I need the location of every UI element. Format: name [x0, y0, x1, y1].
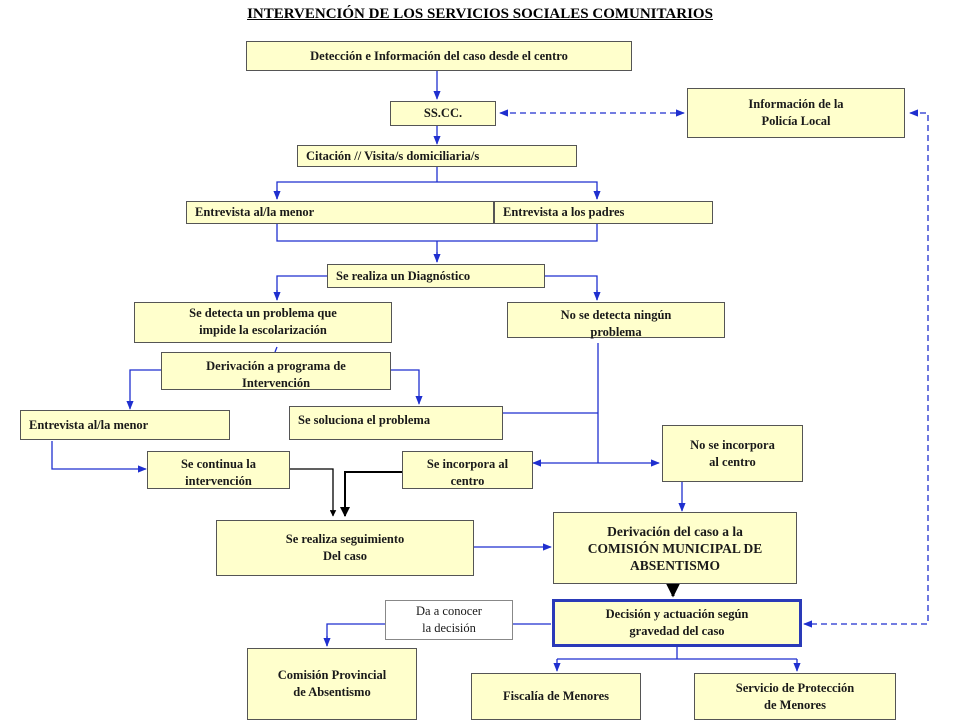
diagnostico-box: Se realiza un Diagnóstico [327, 264, 545, 288]
comision-provincial-box: Comisión Provincial de Absentismo [247, 648, 417, 720]
da-conocer-box: Da a conocer la decisión [385, 600, 513, 640]
no-incorpora-box: No se incorpora al centro [662, 425, 803, 482]
entrevista-padres-box: Entrevista a los padres [494, 201, 713, 224]
diagram-title: INTERVENCIÓN DE LOS SERVICIOS SOCIALES C… [247, 6, 713, 22]
incorpora-box: Se incorpora al centro [402, 451, 533, 489]
arrow-problema-derivacion [274, 346, 278, 353]
ssc-box: SS.CC. [390, 101, 496, 126]
arrow-entrevista-continua [51, 441, 147, 473]
soluciona-box: Se soluciona el problema [289, 406, 503, 440]
deteccion-box: Detección e Información del caso desde e… [246, 41, 632, 71]
no-problema-box: No se detecta ningún problema [507, 302, 725, 339]
citacion-box: Citación // Visita/s domiciliaria/s [297, 145, 577, 167]
arrow-incorpora-seguimiento [340, 471, 402, 517]
derivacion-programa-box: Derivación a programa de Intervención [161, 352, 391, 390]
arrow-citacion-entrevistas [276, 167, 598, 199]
arrow-derivacion-soluciona [391, 369, 423, 405]
derivacion-comision-box: Derivación del caso a la COMISIÓN MUNICI… [553, 512, 797, 584]
arrow-policia-decision [803, 109, 929, 628]
policia-box: Información de la Policía Local [687, 88, 905, 138]
seguimiento-box: Se realiza seguimiento Del caso [216, 520, 474, 576]
servicio-proteccion-box: Servicio de Protección de Menores [694, 673, 896, 720]
arrow-derivacion-entrevista [126, 369, 161, 410]
arrow-continua-seguimiento [290, 468, 337, 517]
fiscalia-box: Fiscalía de Menores [471, 673, 641, 720]
entrevista-menor-2-box: Entrevista al/la menor [20, 410, 230, 440]
continua-box: Se continua la intervención [147, 451, 290, 489]
entrevista-menor-box: Entrevista al/la menor [186, 201, 494, 224]
problema-box: Se detecta un problema que impide la esc… [134, 302, 392, 343]
arrow-decision-split [557, 646, 797, 660]
decision-box: Decisión y actuación según gravedad del … [552, 599, 802, 647]
